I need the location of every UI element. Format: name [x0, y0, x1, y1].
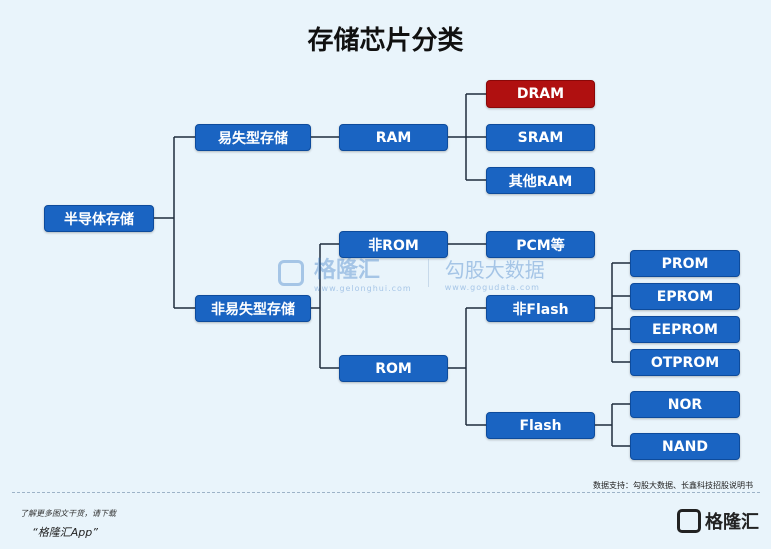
gelonghui-logo-icon	[677, 509, 701, 533]
node-nor: NOR	[630, 391, 740, 418]
diagram-title: 存储芯片分类	[307, 26, 464, 56]
watermark-partner-url: www.gogudata.com	[444, 282, 540, 292]
node-volatile-storage: 易失型存储	[195, 124, 311, 151]
node-nand: NAND	[630, 433, 740, 460]
footer-download-hint: 了解更多图文干货，请下载	[20, 509, 116, 518]
node-non-flash: 非Flash	[486, 295, 595, 322]
gelonghui-logo-icon	[278, 259, 304, 286]
node-eeprom: EEPROM	[630, 316, 740, 343]
watermark: 格隆汇 www.gelonghui.com 勾股大数据 www.gogudata…	[278, 252, 545, 293]
node-nonvolatile-storage: 非易失型存储	[195, 295, 311, 322]
node-eprom: EPROM	[630, 283, 740, 310]
watermark-partner: 勾股大数据	[444, 257, 545, 282]
data-source: 数据支持：勾股大数据、长鑫科技招股说明书	[593, 481, 753, 490]
watermark-brand: 格隆汇	[314, 258, 381, 283]
node-pcm: PCM等	[486, 231, 595, 258]
footer-app-name: “格隆汇App”	[32, 526, 98, 539]
footer-brand: 格隆汇	[677, 508, 759, 534]
node-rom: ROM	[339, 355, 448, 382]
node-other-ram: 其他RAM	[486, 167, 595, 194]
footer-brand-text: 格隆汇	[705, 512, 759, 533]
node-prom: PROM	[630, 250, 740, 277]
node-non-rom: 非ROM	[339, 231, 448, 258]
footer-divider	[12, 492, 760, 493]
node-flash: Flash	[486, 412, 595, 439]
node-semiconductor-storage: 半导体存储	[44, 205, 154, 232]
node-ram: RAM	[339, 124, 448, 151]
node-sram: SRAM	[486, 124, 595, 151]
node-otprom: OTPROM	[630, 349, 740, 376]
watermark-brand-url: www.gelonghui.com	[314, 284, 412, 293]
node-dram: DRAM	[486, 80, 595, 108]
